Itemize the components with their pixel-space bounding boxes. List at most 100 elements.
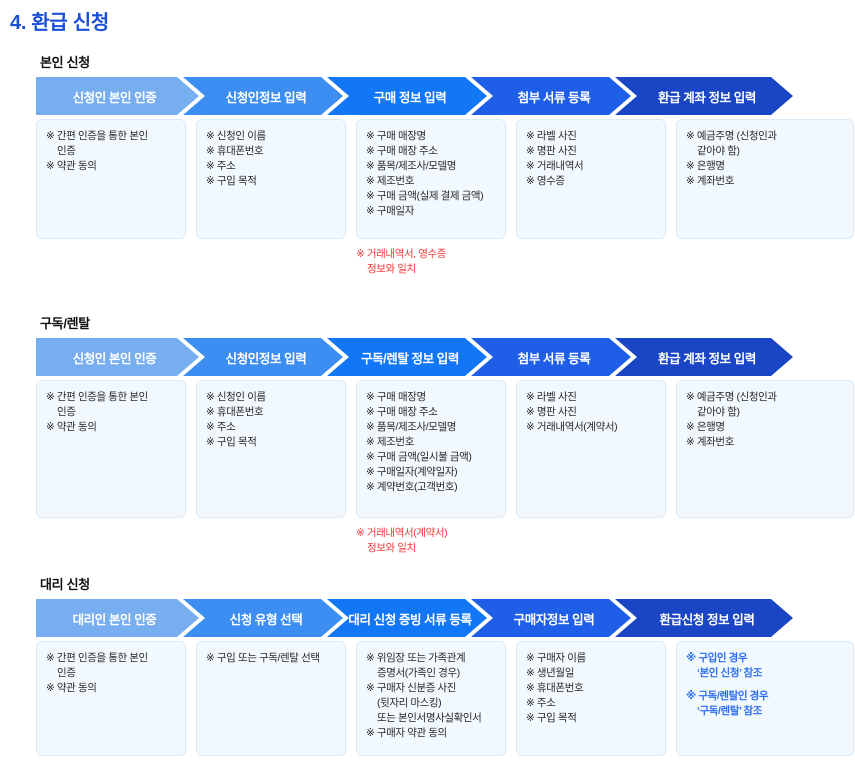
detail-item: ※ 계좌번호 bbox=[686, 436, 734, 448]
step-title: 신청 유형 선택 bbox=[229, 612, 303, 627]
match-note: ※ 거래내역서, 영수증 정보와 일치 bbox=[356, 248, 447, 275]
detail-item: ※ 약관 동의 bbox=[46, 682, 97, 694]
detail-list: ※ 구입 또는 구독/렌탈 선택 bbox=[206, 651, 338, 666]
note-spacer bbox=[196, 239, 346, 277]
step-title: 환급 계좌 정보 입력 bbox=[657, 351, 757, 366]
note-spacer bbox=[36, 239, 186, 277]
detail-list: ※ 구매 매장명 ※ 구매 매장 주소 ※ 품목/제조사/모델명 ※ 제조번호 … bbox=[366, 390, 498, 495]
match-note: ※ 거래내역서(계약서) 정보와 일치 bbox=[356, 527, 448, 554]
detail-item: ※ 제조번호 bbox=[366, 175, 414, 187]
note-spacer bbox=[36, 518, 186, 556]
step-detail-panel: ※ 간편 인증을 통한 본인 인증 ※ 약관 동의 bbox=[36, 119, 186, 239]
detail-item: ※ 구매자 이름 bbox=[526, 652, 586, 664]
step-title: 대리 신청 증빙 서류 등록 bbox=[348, 612, 472, 627]
step-title: 구매자정보 입력 bbox=[513, 612, 595, 627]
detail-item: ※ 약관 동의 bbox=[46, 160, 97, 172]
detail-item: ※ 라벨 사진 bbox=[526, 130, 577, 142]
detail-item: ※ 휴대폰번호 bbox=[526, 682, 584, 694]
step-chevron-3[interactable]: 대리 신청 증빙 서류 등록 bbox=[327, 599, 487, 637]
detail-item: ※ 구입 목적 bbox=[206, 436, 257, 448]
section-personal-application: 본인 신청 신청인 본인 인증 신청인정보 입력 구매 정보 입력 첨부 서류 … bbox=[36, 52, 855, 277]
step-chevron-1[interactable]: 신청인 본인 인증 bbox=[36, 77, 199, 115]
step-chevron-1[interactable]: 대리인 본인 인증 bbox=[36, 599, 199, 637]
step-chevron-2[interactable]: 신청인정보 입력 bbox=[183, 338, 343, 376]
detail-item: ※ 신청인 이름 bbox=[206, 391, 266, 403]
detail-item: ※ 영수증 bbox=[526, 175, 565, 187]
step-detail-panel: ※ 신청인 이름 ※ 휴대폰번호 ※ 주소 ※ 구입 목적 bbox=[196, 380, 346, 518]
step-detail-panel: ※ 예금주명 (신청인과 같아야 함) ※ 은행명 ※ 계좌번호 bbox=[676, 119, 854, 239]
step-flow-chevrons: 대리인 본인 인증 신청 유형 선택 대리 신청 증빙 서류 등록 구매자정보 … bbox=[36, 599, 841, 637]
detail-list: ※ 구입인 경우 ‘본인 신청’ 참조 ※ 구독/렌탈인 경우 ‘구독/렌탈’ … bbox=[686, 651, 846, 719]
note-spacer bbox=[196, 518, 346, 556]
detail-item: ※ 휴대폰번호 bbox=[206, 145, 264, 157]
detail-list: ※ 간편 인증을 통한 본인 인증 ※ 약관 동의 bbox=[46, 390, 178, 435]
note-slot: ※ 거래내역서, 영수증 정보와 일치 bbox=[356, 239, 506, 277]
step-detail-panels: ※ 간편 인증을 통한 본인 인증 ※ 약관 동의 ※ 신청인 이름 ※ 휴대폰… bbox=[36, 380, 855, 518]
detail-item: ※ 예금주명 (신청인과 같아야 함) bbox=[686, 130, 777, 157]
detail-item: ※ 명판 사진 bbox=[526, 406, 577, 418]
step-chevron-2[interactable]: 신청 유형 선택 bbox=[183, 599, 343, 637]
step-detail-panel: ※ 간편 인증을 통한 본인 인증 ※ 약관 동의 bbox=[36, 380, 186, 518]
step-title: 신청인정보 입력 bbox=[225, 90, 307, 105]
step-title: 구독/렌탈 정보 입력 bbox=[360, 351, 460, 366]
detail-item: ※ 명판 사진 bbox=[526, 145, 577, 157]
detail-item: ※ 신청인 이름 bbox=[206, 130, 266, 142]
section-label: 구독/렌탈 bbox=[40, 316, 90, 331]
detail-item: ※ 구입 목적 bbox=[206, 175, 257, 187]
note-row: ※ 거래내역서, 영수증 정보와 일치 bbox=[36, 239, 855, 277]
detail-list: ※ 구매 매장명 ※ 구매 매장 주소 ※ 품목/제조사/모델명 ※ 제조번호 … bbox=[366, 129, 498, 219]
step-detail-panel: ※ 구입인 경우 ‘본인 신청’ 참조 ※ 구독/렌탈인 경우 ‘구독/렌탈’ … bbox=[676, 641, 854, 756]
step-title: 환급신청 정보 입력 bbox=[659, 612, 755, 627]
detail-item: ※ 위임장 또는 가족관계 증명서(가족인 경우) bbox=[366, 652, 466, 679]
step-detail-panel: ※ 예금주명 (신청인과 같아야 함) ※ 은행명 ※ 계좌번호 bbox=[676, 380, 854, 518]
step-detail-panel: ※ 라벨 사진 ※ 명판 사진 ※ 거래내역서(계약서) bbox=[516, 380, 666, 518]
detail-item: ※ 거래내역서 bbox=[526, 160, 584, 172]
step-detail-panel: ※ 간편 인증을 통한 본인 인증 ※ 약관 동의 bbox=[36, 641, 186, 756]
step-title: 환급 계좌 정보 입력 bbox=[657, 90, 757, 105]
detail-item: ※ 간편 인증을 통한 본인 인증 bbox=[46, 652, 148, 679]
section-subscription-rental: 구독/렌탈 신청인 본인 인증 신청인정보 입력 구독/렌탈 정보 입력 첨부 … bbox=[36, 313, 855, 556]
step-chevron-4[interactable]: 첨부 서류 등록 bbox=[471, 338, 631, 376]
detail-item: ※ 생년월일 bbox=[526, 667, 574, 679]
step-chevron-3[interactable]: 구매 정보 입력 bbox=[327, 77, 487, 115]
detail-list: ※ 간편 인증을 통한 본인 인증 ※ 약관 동의 bbox=[46, 651, 178, 696]
step-title: 구매 정보 입력 bbox=[373, 90, 447, 105]
detail-list: ※ 예금주명 (신청인과 같아야 함) ※ 은행명 ※ 계좌번호 bbox=[686, 390, 846, 450]
step-chevron-5[interactable]: 환급 계좌 정보 입력 bbox=[615, 77, 793, 115]
detail-item: ※ 구매 금액(실제 결제 금액) bbox=[366, 190, 484, 202]
detail-item: ※ 주소 bbox=[526, 697, 556, 709]
note-slot: ※ 거래내역서(계약서) 정보와 일치 bbox=[356, 518, 506, 556]
detail-item: ※ 구매 매장명 bbox=[366, 130, 426, 142]
step-detail-panel: ※ 구매 매장명 ※ 구매 매장 주소 ※ 품목/제조사/모델명 ※ 제조번호 … bbox=[356, 380, 506, 518]
detail-item: ※ 품목/제조사/모델명 bbox=[366, 160, 457, 172]
detail-item: ※ 품목/제조사/모델명 bbox=[366, 421, 457, 433]
step-chevron-5[interactable]: 환급 계좌 정보 입력 bbox=[615, 338, 793, 376]
detail-list: ※ 위임장 또는 가족관계 증명서(가족인 경우) ※ 구매자 신분증 사진 (… bbox=[366, 651, 498, 741]
detail-item: ※ 구매 매장 주소 bbox=[366, 145, 438, 157]
detail-item: ※ 구입 또는 구독/렌탈 선택 bbox=[206, 652, 320, 664]
detail-item: ※ 구입 목적 bbox=[526, 712, 577, 724]
detail-item: ※ 구매 금액(일시불 금액) bbox=[366, 451, 472, 463]
detail-item: ※ 라벨 사진 bbox=[526, 391, 577, 403]
detail-item: ※ 구매 매장명 bbox=[366, 391, 426, 403]
detail-item: ※ 약관 동의 bbox=[46, 421, 97, 433]
detail-spacer bbox=[686, 681, 846, 689]
step-chevron-1[interactable]: 신청인 본인 인증 bbox=[36, 338, 199, 376]
step-title: 첨부 서류 등록 bbox=[517, 351, 591, 366]
detail-list: ※ 신청인 이름 ※ 휴대폰번호 ※ 주소 ※ 구입 목적 bbox=[206, 129, 338, 189]
detail-item: ※ 구매일자 bbox=[366, 205, 414, 217]
note-row: ※ 거래내역서(계약서) 정보와 일치 bbox=[36, 518, 855, 556]
page-title: 4. 환급 신청 bbox=[10, 12, 109, 34]
detail-list: ※ 라벨 사진 ※ 명판 사진 ※ 거래내역서(계약서) bbox=[526, 390, 658, 435]
detail-item: ※ 계좌번호 bbox=[686, 175, 734, 187]
step-title: 신청인 본인 인증 bbox=[72, 90, 157, 105]
step-chevron-4[interactable]: 구매자정보 입력 bbox=[471, 599, 631, 637]
detail-item-reference: ※ 구독/렌탈인 경우 ‘구독/렌탈’ 참조 bbox=[686, 690, 769, 717]
step-title: 첨부 서류 등록 bbox=[517, 90, 591, 105]
detail-list: ※ 예금주명 (신청인과 같아야 함) ※ 은행명 ※ 계좌번호 bbox=[686, 129, 846, 189]
step-chevron-4[interactable]: 첨부 서류 등록 bbox=[471, 77, 631, 115]
detail-item: ※ 은행명 bbox=[686, 421, 725, 433]
step-chevron-5[interactable]: 환급신청 정보 입력 bbox=[615, 599, 793, 637]
step-chevron-2[interactable]: 신청인정보 입력 bbox=[183, 77, 343, 115]
step-chevron-3[interactable]: 구독/렌탈 정보 입력 bbox=[327, 338, 487, 376]
